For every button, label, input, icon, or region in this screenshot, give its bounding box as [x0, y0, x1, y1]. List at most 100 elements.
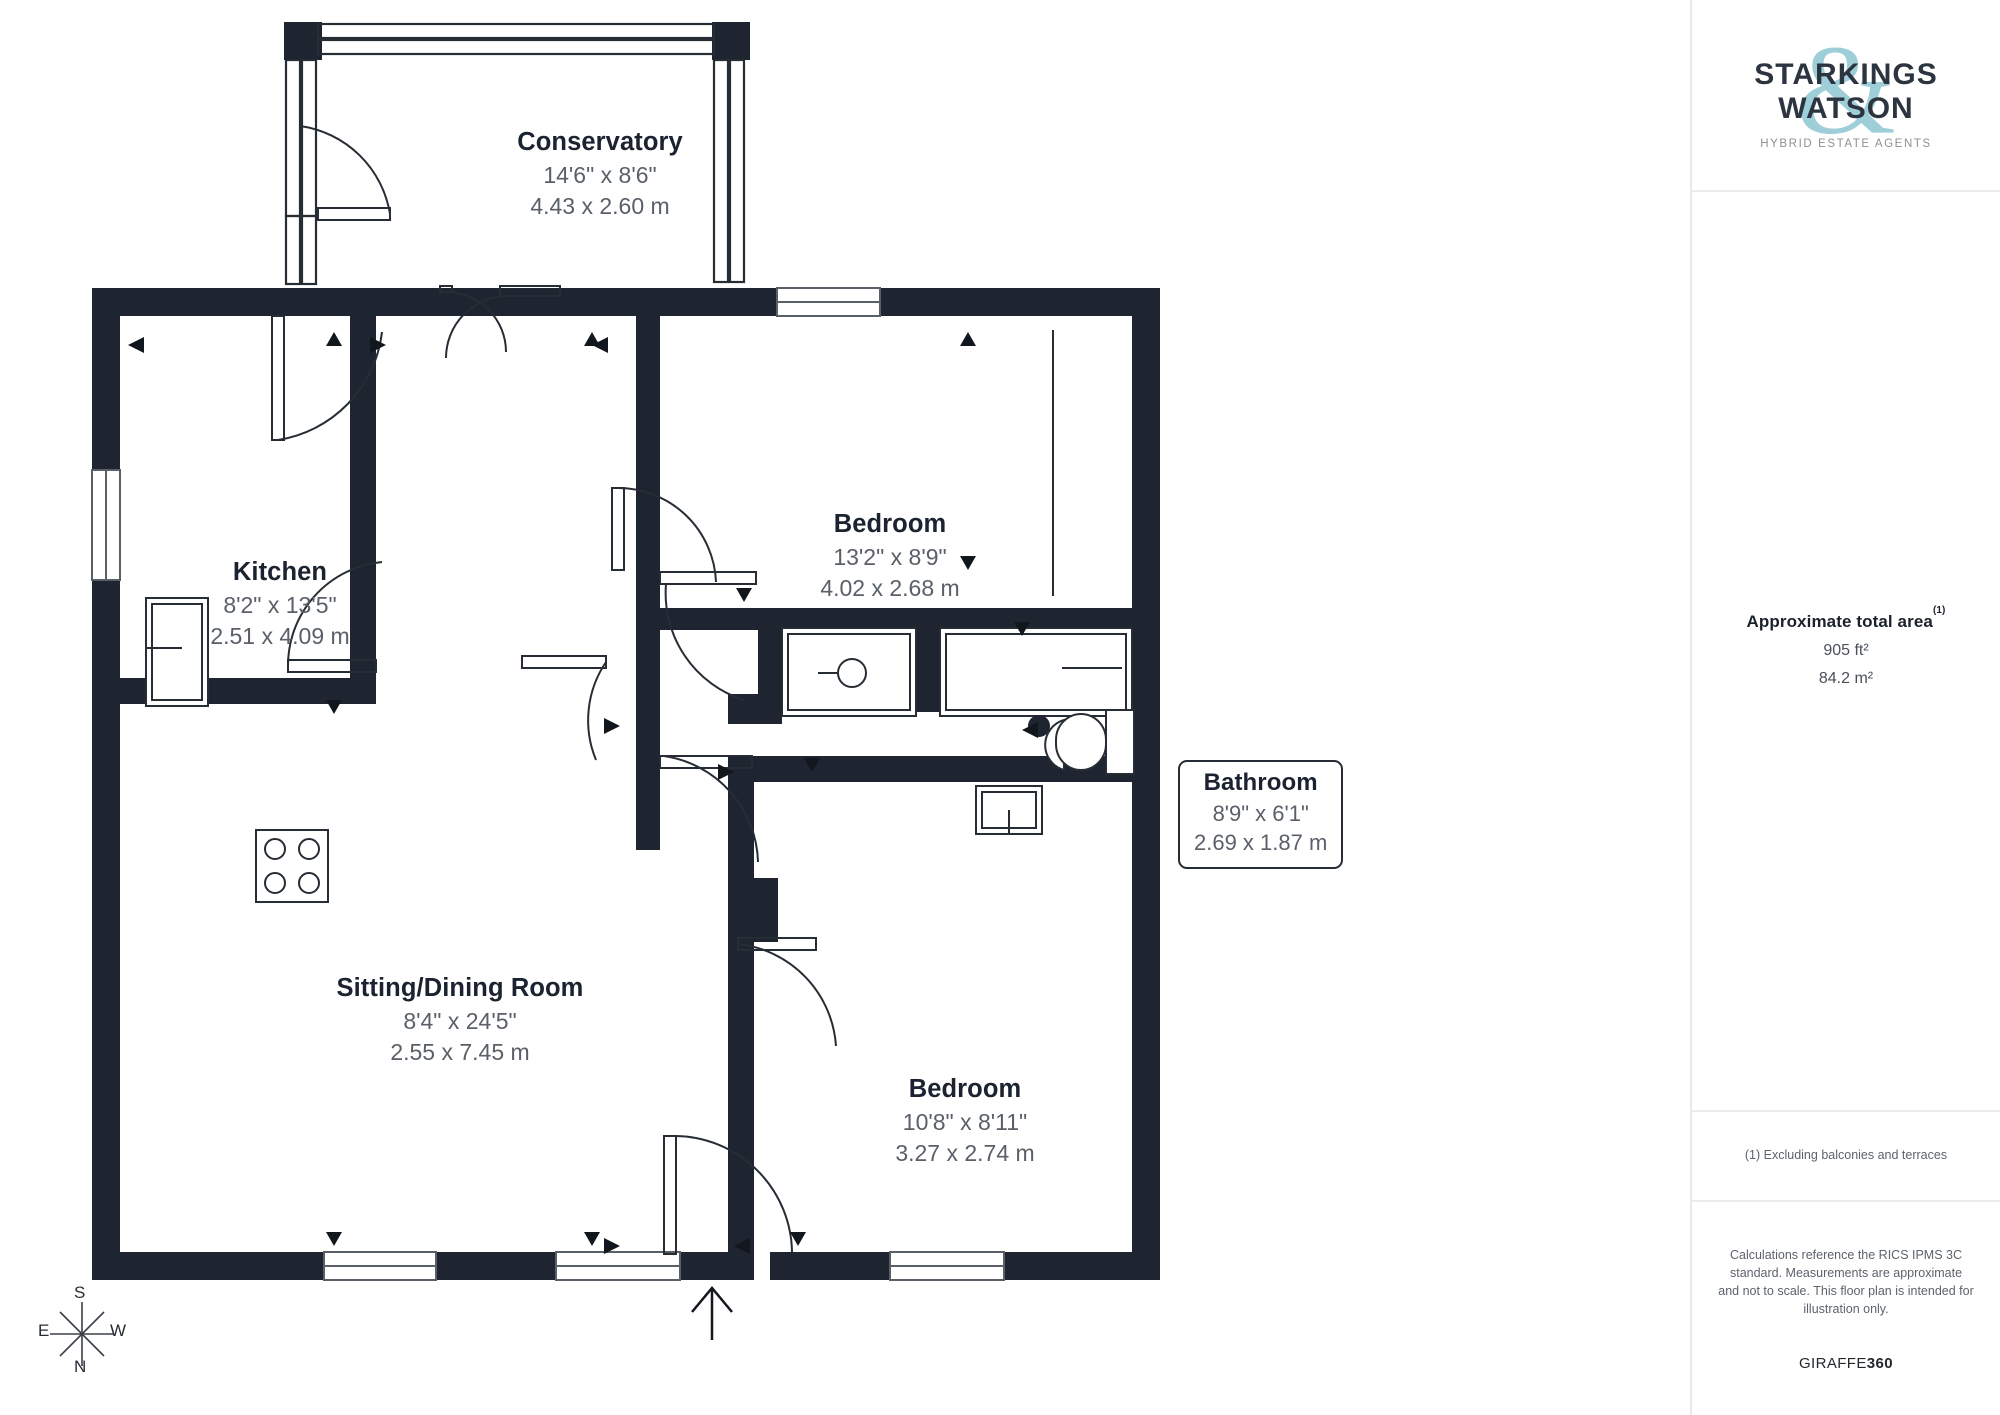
exterior-wall-bottom-4 [770, 1252, 890, 1280]
room-imperial-bedroom-2: 10'8" x 8'11" [902, 1109, 1028, 1136]
room-name-conservatory: Conservatory [517, 128, 683, 156]
door-bathroom [659, 571, 757, 701]
interior-wall-hall-bedroom1 [636, 316, 660, 660]
interior-wall-bedroom2-left-jog [754, 878, 778, 942]
door-sitting-to-hall [521, 655, 607, 761]
panel-divider-1 [1692, 190, 2000, 192]
panel-divider-3 [1692, 1200, 2000, 1202]
floor-plan-drawing [50, 22, 1160, 1366]
floor-plan-canvas: Conservatory 14'6" x 8'6" 4.43 x 2.60 m … [38, 22, 1344, 1390]
area-summary: Approximate total area(1) 905 ft² 84.2 m… [1692, 190, 2000, 1110]
compass-label-west: W [110, 1321, 127, 1340]
shower-tray [781, 627, 917, 717]
panel-divider-2 [1692, 1110, 2000, 1112]
area-value-imperial: 905 ft² [1823, 642, 1869, 659]
interior-wall-hall-mid [636, 660, 660, 850]
door-kitchen [271, 315, 383, 441]
conservatory-door [299, 125, 391, 221]
room-label-bathroom: Bathroom 8'9" x 6'1" 2.69 x 1.87 m [1178, 760, 1344, 869]
room-label-sitting-dining-room: Sitting/Dining Room 8'4" x 24'5" 2.55 x … [250, 974, 670, 1067]
compass-label-east: E [38, 1321, 50, 1340]
conservatory-corner-post-right [712, 22, 750, 60]
provider-logo: GIRAFFE360 [1799, 1353, 1893, 1375]
exterior-wall-left-upper [92, 288, 120, 470]
interior-wall-bedroom2-left-upper [728, 782, 754, 878]
door-kitchen-to-sitting [286, 561, 383, 673]
window-bottom-sitting-1 [323, 1251, 437, 1281]
exterior-wall-top-conservatory-link [274, 288, 532, 316]
entrance-direction-arrow [691, 1286, 733, 1340]
exterior-wall-right-upper [1132, 288, 1160, 694]
exterior-wall-left-mid [92, 580, 120, 760]
room-name-sitting-dining-room: Sitting/Dining Room [336, 974, 584, 1002]
toilet [1044, 709, 1135, 775]
info-panel: & STARKINGS WATSON HYBRID ESTATE AGENTS … [1690, 0, 2000, 1415]
kitchen-sink [145, 597, 209, 707]
compass-label-north: N [74, 1357, 87, 1376]
area-summary-title-text: Approximate total area [1746, 612, 1933, 631]
disclaimer-block: Calculations reference the RICS IPMS 3C … [1692, 1200, 2000, 1374]
door-bedroom1 [611, 486, 717, 583]
room-metric-kitchen: 2.51 x 4.09 m [210, 622, 350, 649]
compass-rose: S N E W [38, 1283, 148, 1390]
exterior-wall-right-bath [1132, 694, 1160, 756]
compass-rose-lines [50, 1302, 114, 1366]
room-metric-sitting-dining-room: 2.55 x 7.45 m [390, 1038, 530, 1065]
room-imperial-bathroom: 8'9" x 6'1" [1212, 800, 1309, 826]
interior-wall-kitchen-right [350, 316, 376, 678]
provider-name-bold: 360 [1866, 1354, 1894, 1372]
room-metric-bedroom-2: 3.27 x 2.74 m [895, 1139, 1035, 1166]
exterior-wall-bottom-5 [1004, 1252, 1160, 1280]
room-imperial-sitting-dining-room: 8'4" x 24'5" [403, 1008, 517, 1035]
conservatory-corner-post-left [284, 22, 322, 60]
window-bottom-bedroom2 [889, 1251, 1005, 1281]
room-label-kitchen: Kitchen 8'2" x 13'5" 2.51 x 4.09 m [120, 558, 440, 651]
door-hall-french-right [445, 285, 561, 359]
wash-basin [975, 785, 1043, 835]
room-name-kitchen: Kitchen [232, 558, 328, 586]
exterior-wall-top-mid [532, 288, 777, 316]
room-imperial-bedroom-1: 13'2" x 8'9" [833, 544, 947, 571]
room-label-bedroom-1: Bedroom 13'2" x 8'9" 4.02 x 2.68 m [720, 510, 1060, 603]
conservatory-glazing-top [316, 22, 716, 56]
brand-tagline: HYBRID ESTATE AGENTS [1760, 138, 1932, 150]
footnote-text: (1) Excluding balconies and terraces [1744, 1148, 1948, 1162]
room-imperial-kitchen: 8'2" x 13'5" [223, 592, 337, 619]
interior-wall-bedroom2-left-step [728, 878, 754, 942]
brand-name-line2: WATSON [1778, 92, 1914, 125]
room-name-bedroom-2: Bedroom [908, 1075, 1022, 1103]
exterior-wall-top-left [92, 288, 274, 316]
kitchen-hob [255, 829, 329, 903]
conservatory-glazing-left [284, 58, 318, 286]
disclaimer-text: Calculations reference the RICS IPMS 3C … [1718, 1248, 1974, 1317]
area-footnote-marker: (1) [1932, 605, 1946, 617]
exterior-wall-bottom-3 [680, 1252, 728, 1280]
room-label-conservatory: Conservatory 14'6" x 8'6" 4.43 x 2.60 m [420, 128, 780, 221]
exterior-wall-right-lower [1132, 782, 1160, 1280]
room-metric-bedroom-1: 4.02 x 2.68 m [820, 574, 960, 601]
door-hall-french-left [439, 285, 507, 353]
dimension-markers [128, 332, 1038, 1254]
interior-wall-bedroom2-left-lower [728, 942, 754, 1280]
bathtub [939, 627, 1133, 717]
compass-label-south: S [74, 1283, 86, 1302]
interior-wall-corridor-bedroom2 [728, 756, 1028, 782]
ampersand-glyph: & [1796, 19, 1896, 161]
room-metric-conservatory: 4.43 x 2.60 m [530, 192, 670, 219]
room-metric-bathroom: 2.69 x 1.87 m [1194, 829, 1328, 855]
exterior-wall-left-lower [92, 760, 120, 1280]
window-top-bedroom1 [776, 287, 881, 317]
conservatory-glazing-right [712, 58, 746, 284]
room-name-bathroom: Bathroom [1203, 769, 1318, 796]
room-imperial-conservatory: 14'6" x 8'6" [543, 162, 657, 189]
door-front-entrance [663, 1135, 793, 1255]
door-corridor [659, 755, 759, 863]
interior-wall-shower-right [916, 608, 940, 712]
exterior-wall-bottom-1 [212, 1252, 324, 1280]
exterior-wall-top-right [880, 288, 1160, 316]
interior-wall-bedroom1-bath [778, 608, 1160, 630]
exterior-wall-bottom-left [92, 1252, 212, 1280]
room-name-bedroom-1: Bedroom [833, 510, 947, 538]
agency-logo: & STARKINGS WATSON HYBRID ESTATE AGENTS [1692, 0, 2000, 190]
door-bedroom2 [737, 937, 837, 1047]
